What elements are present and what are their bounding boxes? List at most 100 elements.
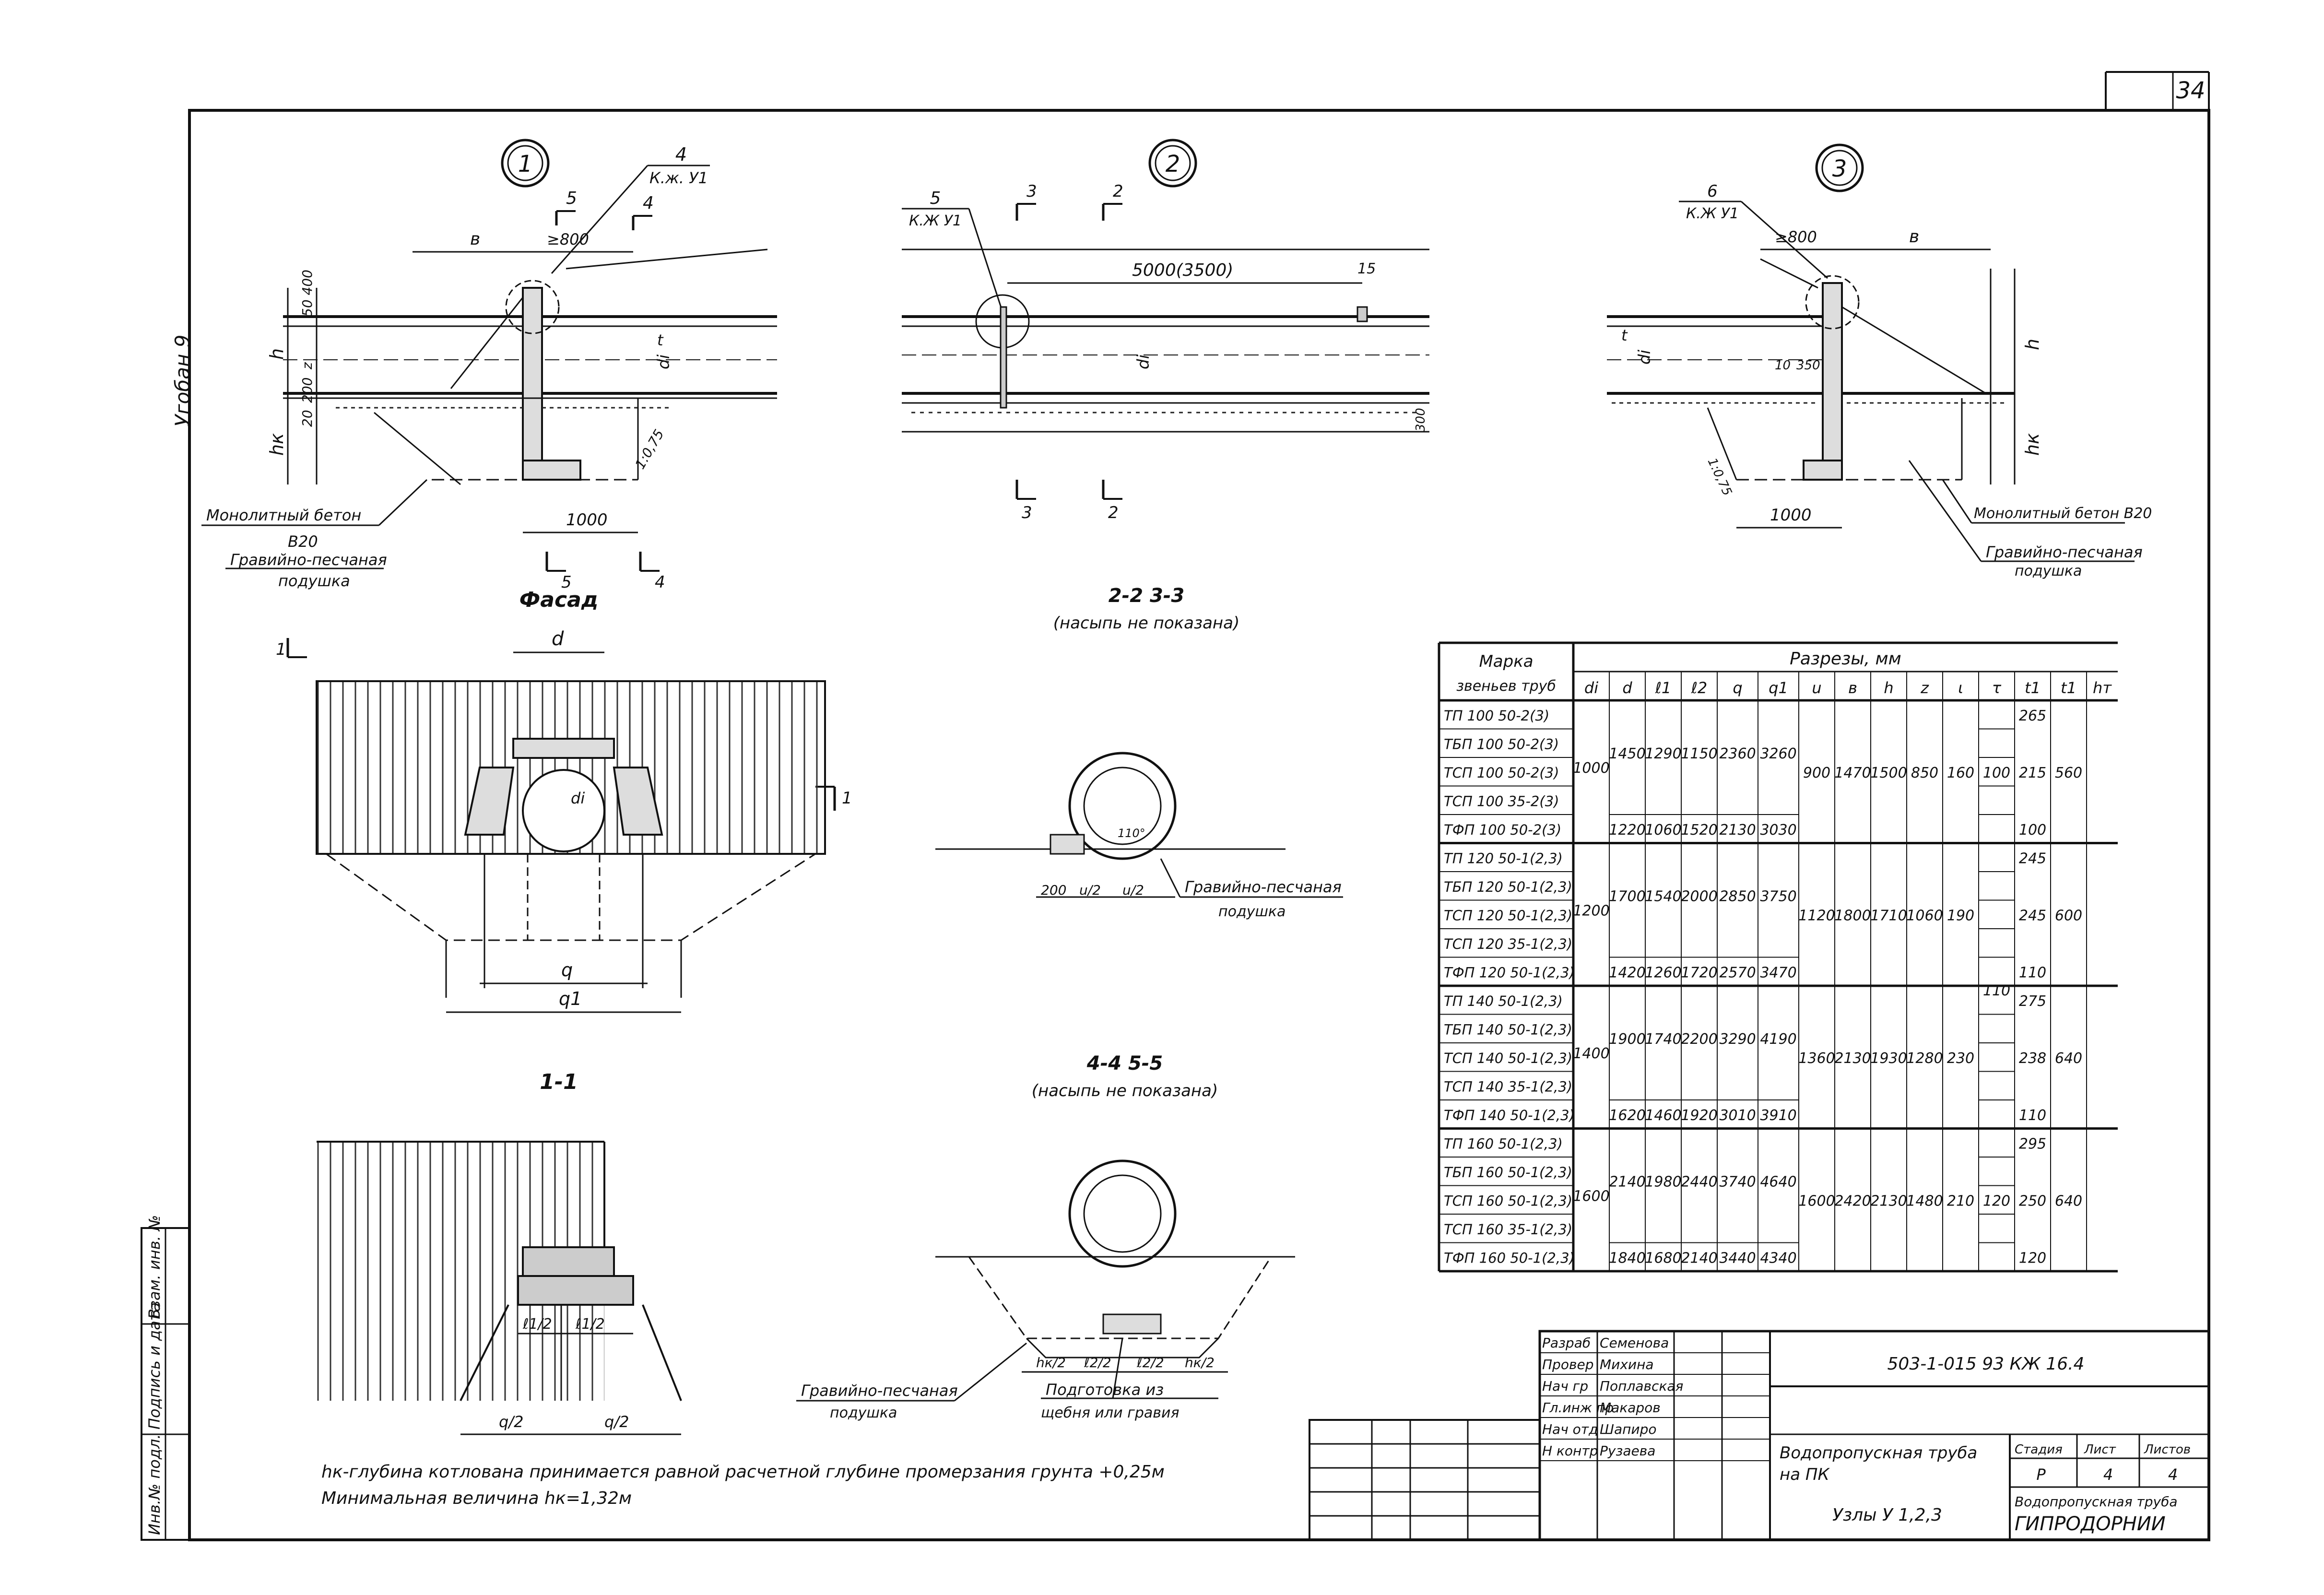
table-cell-alt: 1260	[1645, 965, 1681, 981]
title-role-4: Нач отд	[1542, 1421, 1598, 1437]
node1-di: di	[654, 354, 673, 369]
table-mark-cell: ТФП 120 50-1(2,3)	[1444, 965, 1575, 981]
table-cell-t2: 560	[2055, 765, 2082, 781]
facade-q1: q1	[559, 988, 582, 1009]
node3-number: 3	[1832, 155, 1847, 182]
table-col-header: di	[1584, 679, 1598, 697]
table-cell-z: 1060	[1906, 907, 1943, 924]
facade-q: q	[561, 959, 573, 981]
node1-row-2: 200	[299, 378, 315, 403]
table-cell-alt: 1720	[1681, 965, 1717, 981]
table-cell-di: 1200	[1573, 902, 1609, 919]
section-4-4-hk-half: hк/2	[1036, 1355, 1066, 1371]
title-code: 503-1-015 93 КЖ 16.4	[1888, 1354, 2085, 1374]
section-2-2-label-cushion: Гравийно-песчаная	[1185, 878, 1342, 896]
node1-label-cushion: Гравийно-песчаная	[230, 551, 387, 569]
node1-tag-ref: К.ж. У1	[649, 169, 708, 187]
table-cell-di: 1000	[1573, 760, 1609, 777]
table-mark-cell: ТСП 120 35-1(2,3)	[1444, 936, 1572, 952]
node-3: 3 6 К.Ж У1 ≥800 в h hк di t 10 350 1:0,7…	[1607, 143, 2152, 579]
table-cell-t1: 110	[2019, 1107, 2046, 1124]
section-1-1-l-half-b: ℓ1/2	[575, 1316, 605, 1333]
table-cell-t2: 600	[2055, 907, 2082, 924]
table-cell-b: 2130	[1834, 1050, 1871, 1067]
table-cell-b: 1470	[1834, 765, 1871, 781]
table-cell-t1: 245	[2019, 851, 2046, 867]
table-cell-t1: 238	[2019, 1050, 2046, 1067]
table-cell-t1: 245	[2019, 907, 2046, 924]
node3-t: t	[1621, 326, 1628, 344]
table-cell-u: 1360	[1798, 1050, 1835, 1067]
strip-inv-label: Инв.№ подл.	[145, 1434, 164, 1535]
table-cell-alt: 1920	[1681, 1107, 1717, 1124]
table-cell-main: 2360	[1719, 745, 1756, 762]
table-mark-cell: ТФП 100 50-2(3)	[1444, 822, 1561, 838]
left-strip: Инв.№ подл. Подпись и дата Взам. инв. №	[141, 1215, 190, 1541]
title-sheets-header: Листов	[2144, 1442, 2191, 1457]
section-4-4-l2-half-b: ℓ2/2	[1136, 1355, 1164, 1371]
table-mark-cell: ТП 120 50-1(2,3)	[1444, 851, 1563, 867]
node3-tag-ref: К.Ж У1	[1686, 205, 1739, 222]
node3-dim-10: 10	[1775, 358, 1791, 373]
table-cell-alt: 3470	[1760, 965, 1796, 981]
node1-tag-number: 4	[675, 144, 687, 165]
table-mark-cell: ТБП 120 50-1(2,3)	[1444, 879, 1572, 895]
node2-tag-number: 5	[930, 189, 941, 208]
node2-tag-ref: К.Ж У1	[909, 213, 962, 229]
table-cell-main: 1290	[1645, 745, 1681, 762]
table-cell-z: 1480	[1906, 1193, 1943, 1209]
table-col-header: z	[1920, 679, 1929, 697]
table-col-header: τ	[1992, 679, 2002, 697]
table-cell-u: 1120	[1798, 907, 1835, 924]
title-sheet-header: Лист	[2084, 1442, 2116, 1457]
table-mark-cell: ТП 140 50-1(2,3)	[1444, 993, 1563, 1009]
node1-number: 1	[518, 151, 533, 177]
table-cell-t1: 250	[2019, 1193, 2046, 1209]
table-cell-t2: 640	[2055, 1050, 2082, 1067]
title-role-2: Нач гр	[1542, 1378, 1588, 1394]
node3-dim-350: 350	[1796, 358, 1820, 373]
table-cell-alt: 1220	[1609, 822, 1645, 839]
table-cell-main: 1700	[1609, 888, 1645, 905]
table-cell-main: 1540	[1645, 888, 1681, 905]
node1-section-b: 4	[643, 193, 654, 213]
section-2-2-u-half-b: u/2	[1122, 882, 1144, 898]
section-4-4-view: 4-4 5-5 (насыпь не показана) hк/2 ℓ2/2 ℓ…	[796, 1052, 1295, 1421]
node1-label-b20: В20	[288, 532, 318, 551]
node1-section-a: 5	[566, 189, 577, 208]
node1-dim-1000: 1000	[566, 510, 608, 530]
table-cell-alt: 1460	[1645, 1107, 1681, 1124]
title-line-3: Узлы У 1,2,3	[1832, 1505, 1942, 1525]
table-cell-t1: 275	[2019, 993, 2046, 1010]
table-cell-main: 1150	[1681, 745, 1717, 762]
table-cell-l: 160	[1947, 765, 1974, 781]
table-cell-main: 1980	[1645, 1173, 1681, 1190]
section-1-1-q-half-a: q/2	[499, 1413, 523, 1431]
title-name-5: Рузаева	[1600, 1443, 1655, 1459]
section-1-1-q-half-b: q/2	[604, 1413, 629, 1431]
node2-section-a: 3	[1026, 182, 1037, 201]
section-1-1-title: 1-1	[540, 1070, 578, 1094]
node1-dim-b: в	[470, 229, 480, 249]
table-col-header: hт	[2093, 679, 2112, 697]
section-4-4-note: (насыпь не показана)	[1032, 1081, 1218, 1100]
node1-slope: 1:0,75	[632, 426, 667, 472]
table-cell-main: 1900	[1609, 1031, 1645, 1048]
node1-section-b-bottom: 4	[655, 573, 665, 592]
table-cell-alt: 2140	[1681, 1250, 1717, 1267]
title-role-0: Разраб	[1542, 1335, 1591, 1351]
node3-label-cushion-2: подушка	[2015, 563, 2082, 579]
section-2-2-u-half-a: u/2	[1079, 882, 1101, 898]
title-block: 503-1-015 93 КЖ 16.4 Водопропускная труб…	[1309, 1330, 2210, 1541]
table-cell-t1: 215	[2019, 765, 2046, 781]
node1-t: t	[657, 331, 664, 349]
table-cell-l: 210	[1947, 1193, 1974, 1209]
table-col-header: ℓ2	[1691, 679, 1708, 697]
table-head-sections: Разрезы, мм	[1790, 649, 1901, 669]
sheet-number: 34	[2176, 77, 2205, 104]
table-head-mark: Марка	[1479, 652, 1533, 671]
table-cell-tau: 100	[1983, 765, 2010, 781]
table-head-mark-2: звеньев труб	[1456, 678, 1556, 695]
section-2-2-label-cushion-2: подушка	[1218, 903, 1286, 920]
table-cell-t1: 295	[2019, 1136, 2046, 1153]
